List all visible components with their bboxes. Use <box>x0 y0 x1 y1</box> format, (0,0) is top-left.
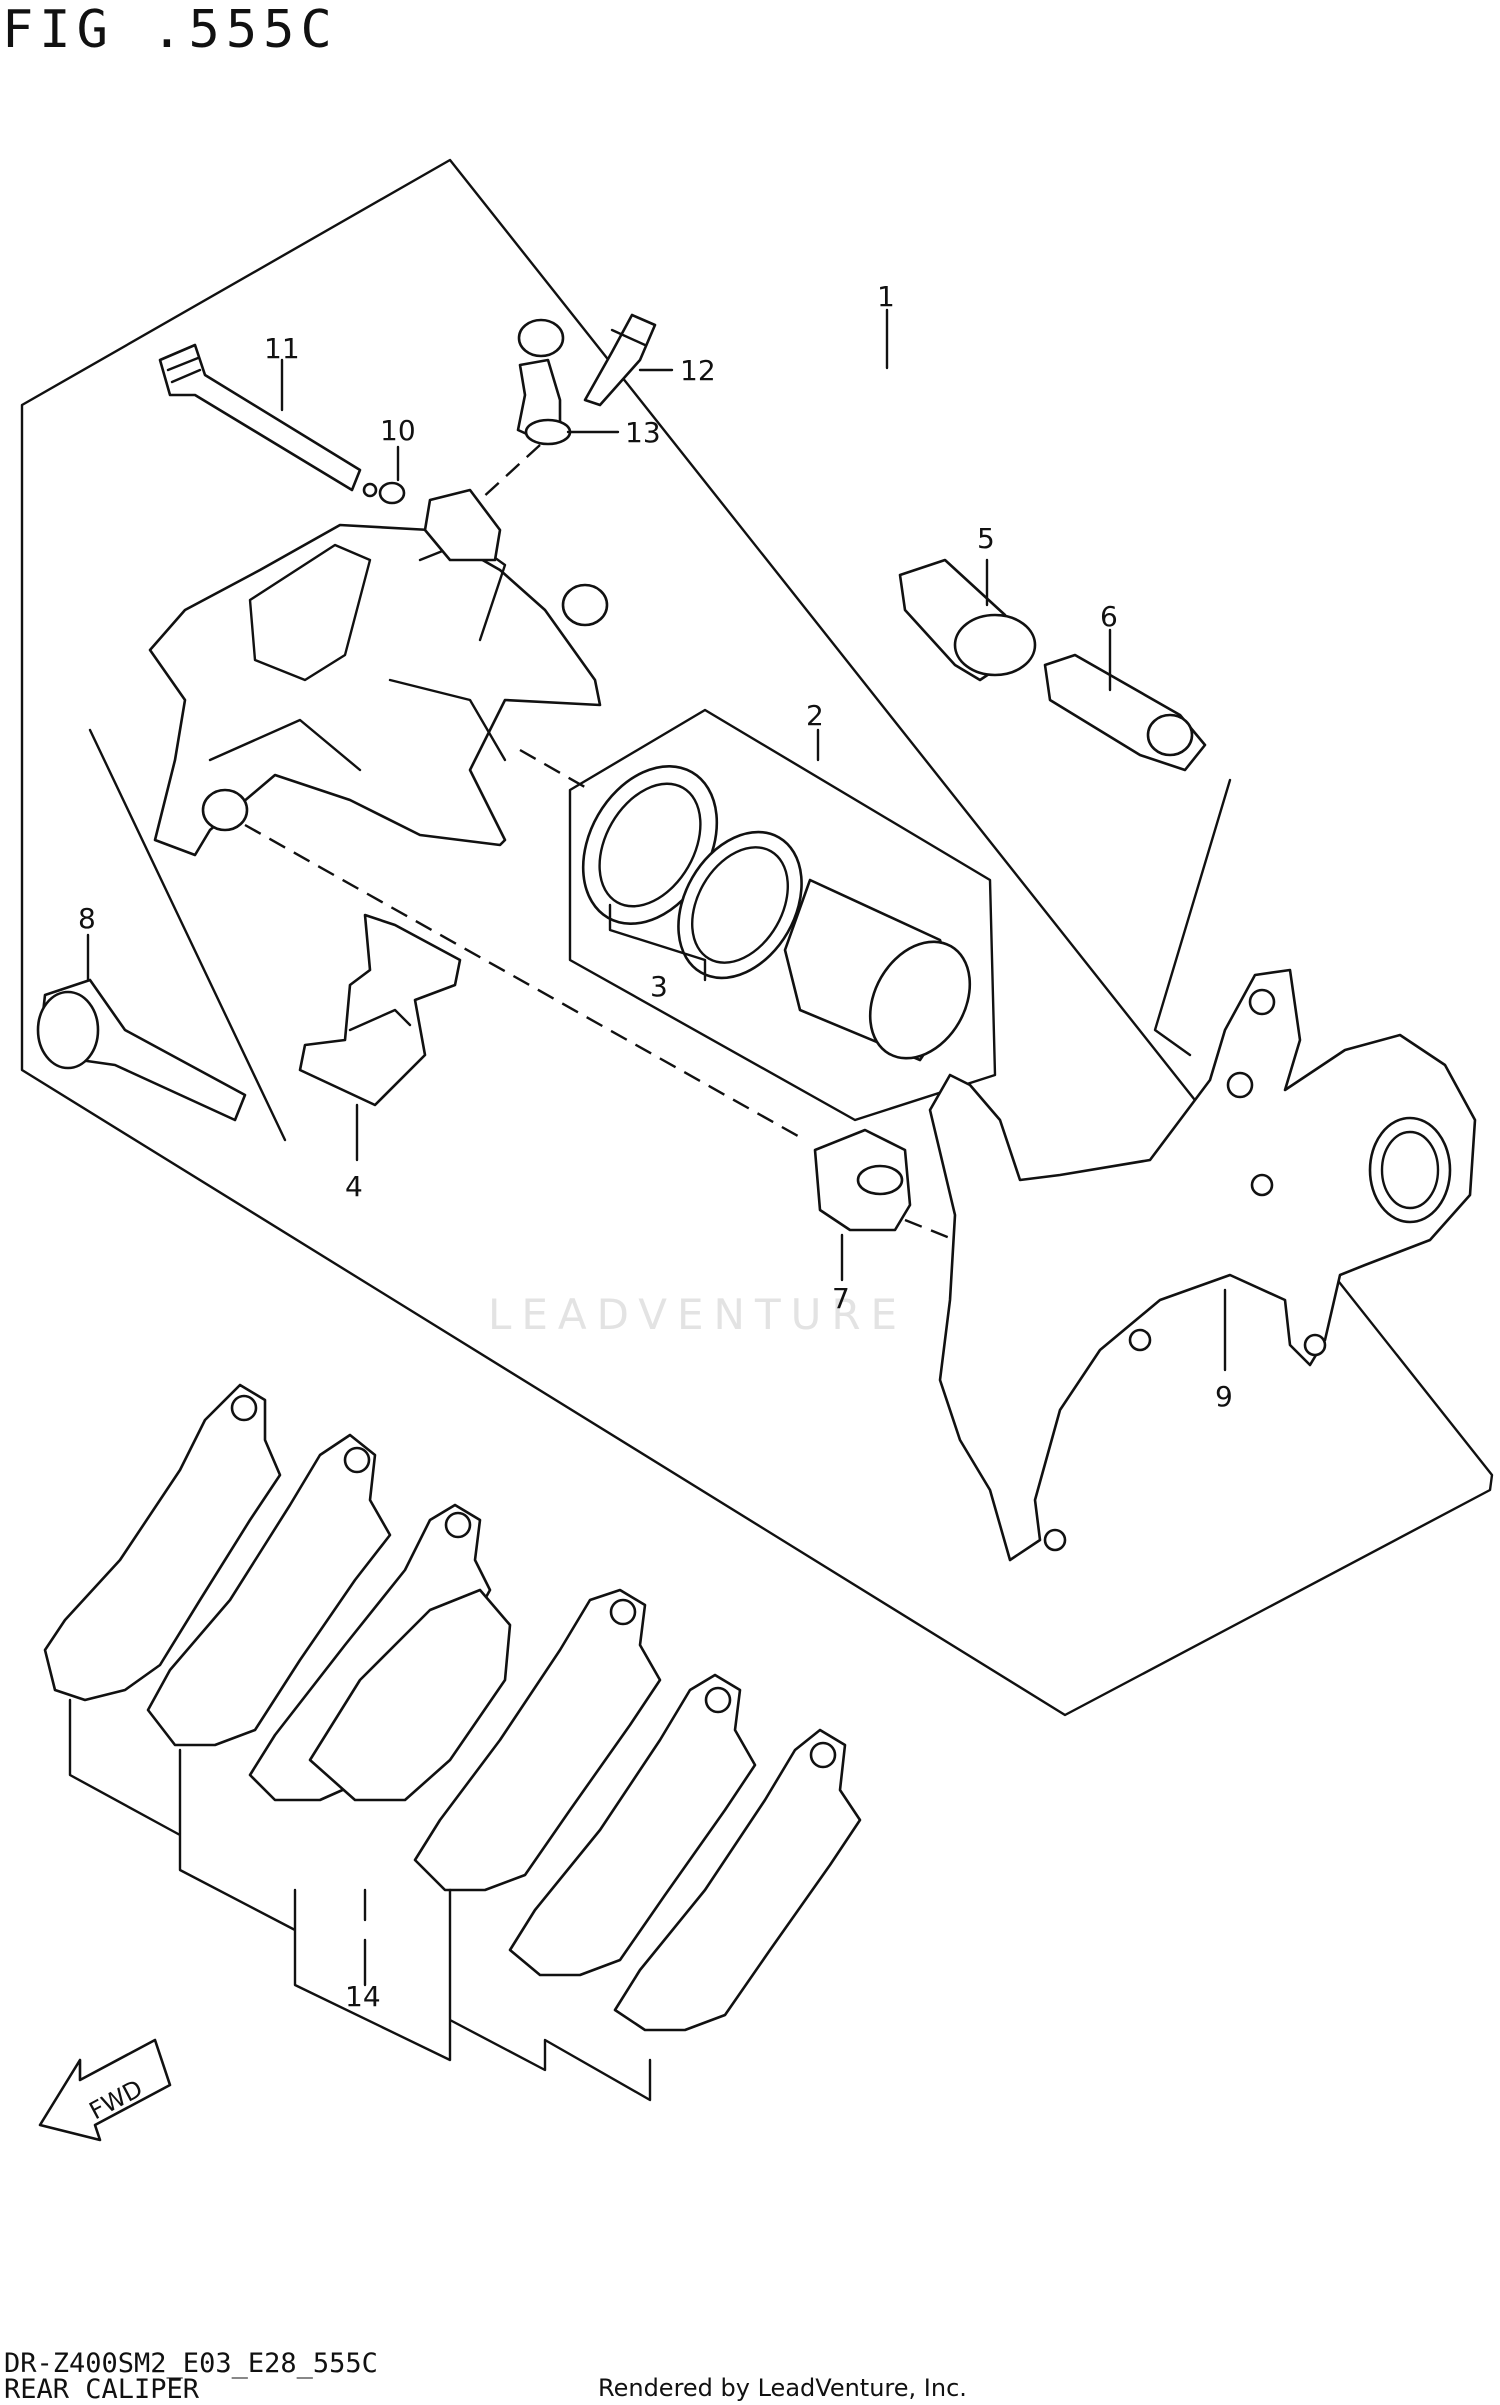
pin-bolt-5[interactable] <box>898 558 1037 682</box>
brake-pad-6[interactable] <box>613 1728 862 2032</box>
pad-spring[interactable] <box>298 913 462 1107</box>
pin-bolt-8[interactable] <box>36 978 247 1122</box>
fwd-arrow-icon: FWD <box>38 2038 172 2142</box>
callout-3: 3 <box>650 970 668 1003</box>
bleeder-screw[interactable] <box>516 313 657 446</box>
render-credit: Rendered by LeadVenture, Inc. <box>598 2374 967 2402</box>
callout-5: 5 <box>977 522 995 555</box>
dashed-link-12 <box>479 444 541 501</box>
callout-2: 2 <box>806 699 824 732</box>
brake-pad-2[interactable] <box>146 1433 392 1747</box>
callout-12: 12 <box>680 354 716 387</box>
callout-9: 9 <box>1215 1380 1233 1413</box>
dashed-link-pin-bracket <box>519 748 591 792</box>
piston-kit-outline <box>568 708 997 1122</box>
piston[interactable] <box>783 878 990 1076</box>
callout-4: 4 <box>345 1170 363 1203</box>
leadventure-watermark: LEADVENTURE <box>488 1290 908 1339</box>
pin-bolt-6[interactable] <box>1043 653 1207 772</box>
caliper-body[interactable] <box>148 488 609 857</box>
callout-10: 10 <box>380 414 416 447</box>
callout-8: 8 <box>78 902 96 935</box>
bracket-pin-link <box>1153 778 1232 1057</box>
dust-seal[interactable] <box>653 810 826 1000</box>
brake-pad-group-outline <box>68 1698 652 2102</box>
model-code: DR-Z400SM2_E03_E28_555C <box>4 2348 378 2379</box>
callout-leader-3 <box>608 903 707 982</box>
boot[interactable] <box>813 1128 912 1232</box>
pin-bolt-8-outline <box>88 728 287 1142</box>
callout-14: 14 <box>345 1980 381 2013</box>
callout-1: 1 <box>877 280 895 313</box>
figure-label: FIG .555C <box>2 0 338 60</box>
brake-pad-5[interactable] <box>508 1673 757 1977</box>
assembly-outline <box>20 158 1494 1717</box>
dashed-link-caliper-boot <box>244 823 806 1142</box>
section-title: REAR CALIPER <box>4 2374 200 2405</box>
brake-pad-1[interactable] <box>43 1383 282 1702</box>
callout-7: 7 <box>832 1282 850 1315</box>
dashed-link-9 <box>904 1218 956 1242</box>
caliper-bracket[interactable] <box>928 968 1477 1562</box>
brake-pad-4[interactable] <box>413 1588 662 1892</box>
callout-13: 13 <box>625 416 661 449</box>
callout-6: 6 <box>1100 600 1118 633</box>
bleeder-bolt[interactable] <box>158 343 406 505</box>
brake-pad-3[interactable] <box>248 1503 512 1802</box>
callout-11: 11 <box>264 332 300 365</box>
